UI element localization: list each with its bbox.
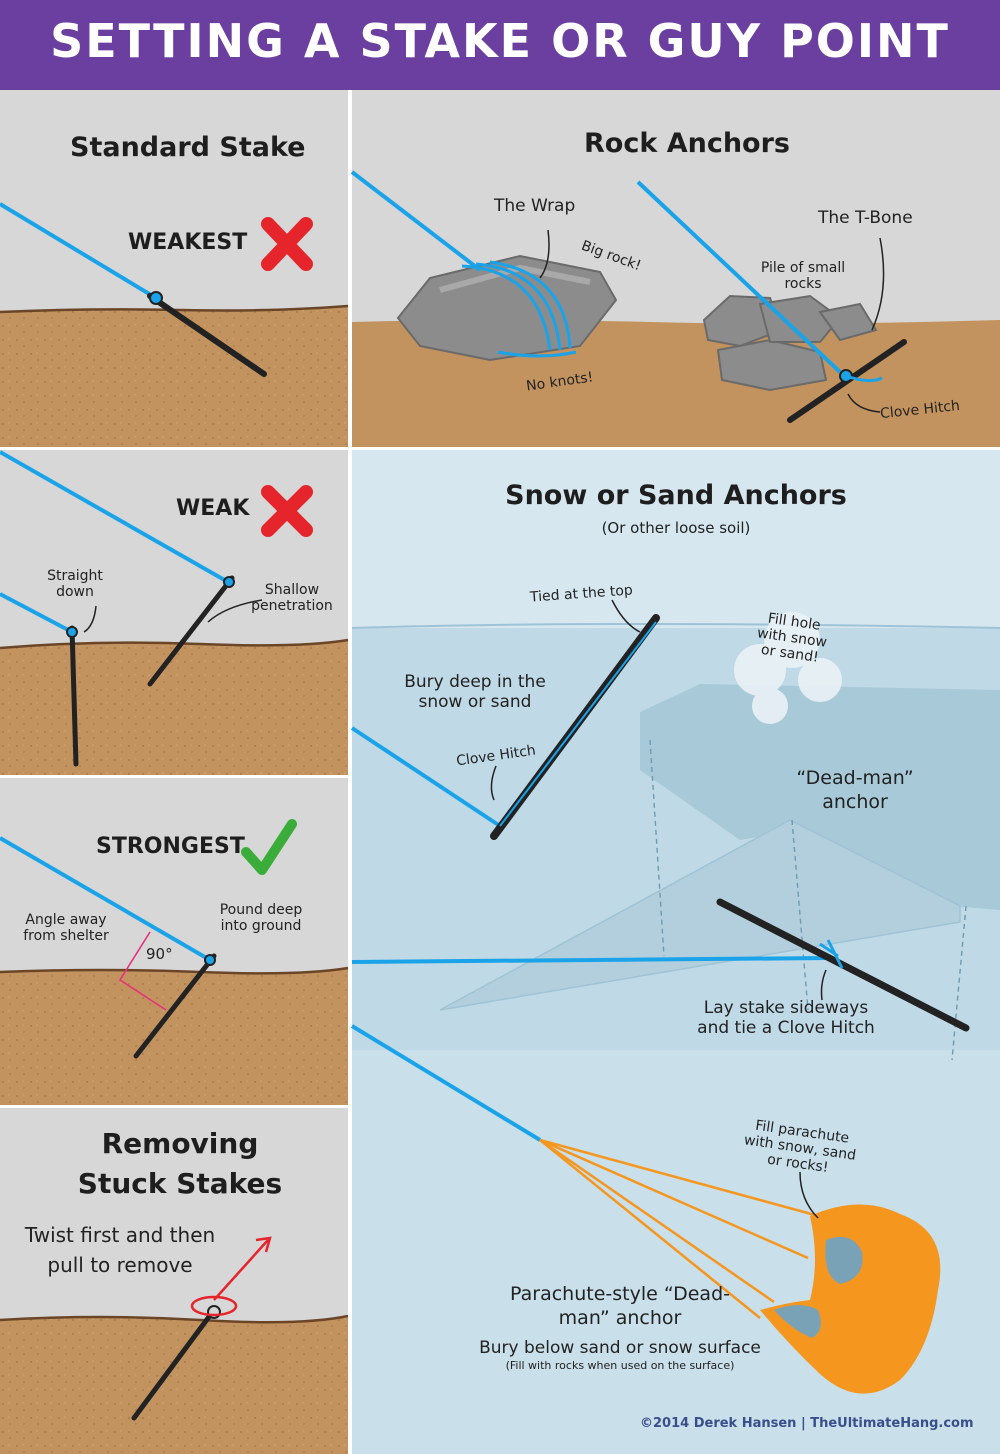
small-rock-pile [702,294,878,392]
guy-line [0,202,158,300]
straight-down-label: Straight down [47,568,103,600]
shallow-label: Shallow penetration [251,582,333,614]
weakest-x-icon [261,217,313,271]
page-title: SETTING A STAKE OR GUY POINT [50,14,950,68]
guy-line [0,836,212,962]
guy-line [636,180,842,374]
snow-cloud [734,612,842,724]
soil-weak [0,640,348,775]
fill-rocks-label: (Fill with rocks when used on the surfac… [505,1359,735,1372]
title-bar [0,0,1000,90]
pile-label: Pile of small rocks [760,260,846,292]
weak-label: WEAK [176,496,250,521]
lay-sideways-label: Lay stake sideways and tie a Clove Hitch [697,998,875,1038]
deadman-label: “Dead-man” anchor [796,767,914,813]
stake [69,625,79,767]
weakest-label: WEAKEST [128,230,248,255]
guy-line [350,726,502,828]
parachute [760,1204,941,1394]
big-rock [396,254,618,362]
stake [147,293,267,377]
soil-strongest [0,968,348,1105]
weak-x-icon [261,485,313,537]
removing-instruction: Twist first and then pull to remove [24,1223,216,1277]
bury-below-label: Bury below sand or snow surface [479,1338,761,1358]
guy-line [350,1024,542,1142]
angle-away-label: Angle away from shelter [23,912,109,944]
pound-deep-label: Pound deep into ground [219,902,303,934]
stake [716,898,970,1032]
wrap-label: The Wrap [494,196,576,216]
soil-removing [0,1316,348,1454]
deadman-trench [640,684,1000,910]
bury-deep-label: Bury deep in the snow or sand [404,672,546,712]
snow-subheading: (Or other loose soil) [601,519,751,537]
soil-weakest [0,306,348,447]
right-angle-marker [118,931,167,1011]
tbone-label: The T-Bone [818,208,913,228]
guy-line [0,450,229,584]
stake [131,1307,217,1421]
guy-line [0,592,73,634]
stake [133,953,217,1059]
wrap-line [461,260,577,358]
credit-line: ©2014 Derek Hansen | TheUltimateHang.com [640,1416,974,1431]
strongest-label: STRONGEST [96,834,245,859]
guy-line [350,170,482,272]
stake [147,575,235,687]
guy-line [351,956,831,964]
rock-heading: Rock Anchors [584,128,790,159]
standard-heading: Standard Stake [70,132,306,163]
angle-label: 90° [146,945,173,963]
removing-heading: Removing Stuck Stakes [77,1127,283,1200]
parachute-lines [539,1138,827,1319]
strongest-check-icon [241,819,297,875]
pull-arrow-icon [213,1239,269,1301]
snow-heading: Snow or Sand Anchors [505,480,847,511]
parachute-title: Parachute-style “Dead-man” anchor [510,1283,730,1329]
twist-arrow-icon [190,1295,238,1317]
